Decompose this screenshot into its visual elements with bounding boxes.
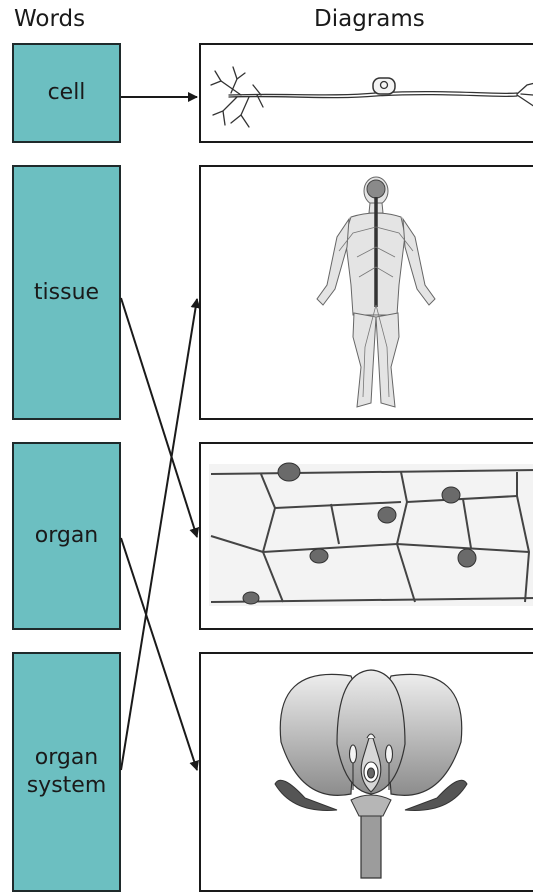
connector-organ-system-to-human [121, 299, 197, 770]
word-label-cell: cell [48, 79, 86, 107]
word-box-organ-system[interactable]: organ system [12, 652, 121, 892]
words-heading: Words [14, 6, 85, 32]
word-label-organ-system: organ system [27, 744, 107, 800]
diagram-panel-flower[interactable] [199, 652, 533, 892]
word-box-cell[interactable]: cell [12, 43, 121, 143]
diagram-panel-plant-cells[interactable] [199, 442, 533, 630]
word-label-organ: organ [35, 522, 99, 550]
plant-cells-tissue-icon [201, 444, 533, 630]
neuron-cell-icon [201, 45, 533, 143]
diagrams-heading: Diagrams [314, 6, 425, 32]
connector-organ-to-flower [121, 538, 197, 770]
diagram-panel-human[interactable] [199, 165, 533, 420]
human-nervous-system-icon [201, 167, 533, 420]
word-box-organ[interactable]: organ [12, 442, 121, 630]
diagram-panel-neuron[interactable] [199, 43, 533, 143]
word-label-tissue: tissue [34, 279, 99, 307]
word-box-tissue[interactable]: tissue [12, 165, 121, 420]
connector-tissue-to-plant-cells [121, 298, 197, 537]
flower-organ-icon [201, 654, 533, 892]
